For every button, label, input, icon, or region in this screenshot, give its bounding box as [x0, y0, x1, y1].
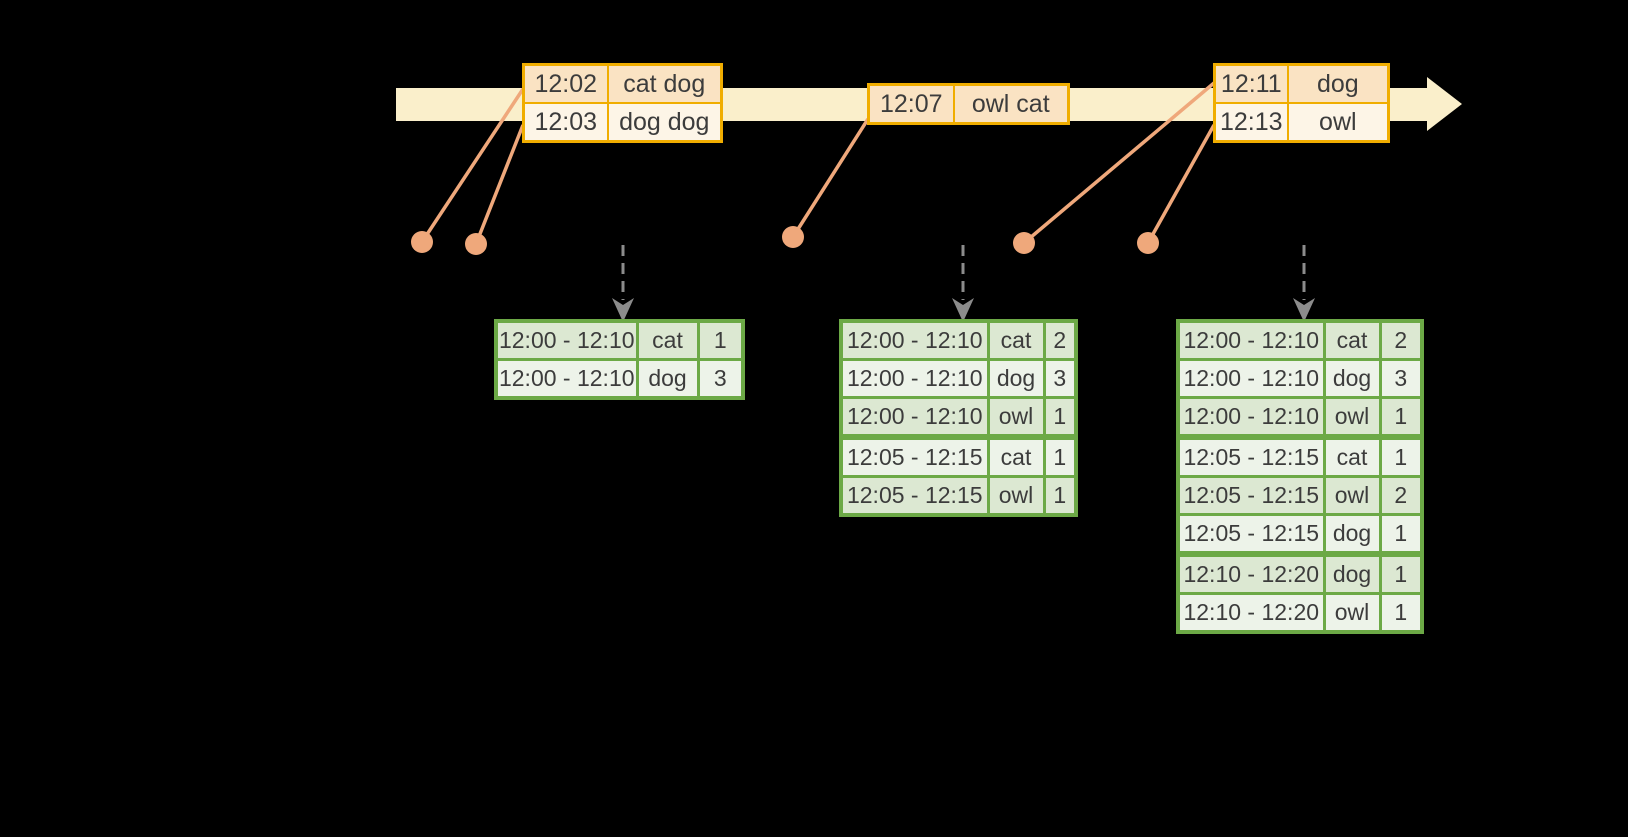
- count-cell: 1: [1042, 396, 1078, 439]
- event-connector-line: [474, 124, 525, 245]
- count-cell: 1: [1378, 396, 1424, 439]
- word-cell: dog: [1322, 513, 1382, 556]
- trigger-arrowhead-icon: [1293, 298, 1315, 322]
- result-row: 12:00 - 12:10 dog 3: [494, 358, 745, 400]
- word-cell: dog: [986, 358, 1046, 399]
- count-cell: 1: [1378, 434, 1424, 478]
- window-cell: 12:00 - 12:10: [494, 358, 639, 400]
- word-cell: owl: [986, 475, 1046, 517]
- word-cell: owl: [1322, 396, 1382, 439]
- window-cell: 12:05 - 12:15: [1176, 513, 1326, 556]
- word-cell: cat: [1322, 434, 1382, 478]
- window-cell: 12:10 - 12:20: [1176, 551, 1326, 595]
- event-words-cell: cat dog: [606, 63, 723, 104]
- count-cell: 1: [1042, 475, 1078, 517]
- count-cell: 3: [1042, 358, 1078, 399]
- event-dot-icon: [465, 233, 487, 255]
- window-cell: 12:10 - 12:20: [1176, 592, 1326, 634]
- event-words-cell: dog dog: [606, 102, 723, 143]
- window-cell: 12:05 - 12:15: [839, 475, 990, 517]
- window-cell: 12:00 - 12:10: [1176, 396, 1326, 439]
- count-cell: 1: [1378, 592, 1424, 634]
- event-row: 12:07 owl cat: [867, 83, 1070, 125]
- result-table-1: 12:00 - 12:10 cat 1 12:00 - 12:10 dog 3: [494, 319, 745, 400]
- event-row: 12:11 dog: [1213, 63, 1390, 104]
- timeline-arrowhead-icon: [1427, 77, 1462, 131]
- count-cell: 1: [1378, 551, 1424, 595]
- window-cell: 12:00 - 12:10: [839, 358, 990, 399]
- window-cell: 12:00 - 12:10: [494, 319, 639, 361]
- word-cell: cat: [986, 434, 1046, 478]
- window-cell: 12:00 - 12:10: [1176, 358, 1326, 399]
- result-row: 12:05 - 12:15 cat 1: [839, 434, 1078, 478]
- event-time-cell: 12:03: [522, 102, 609, 143]
- result-row: 12:05 - 12:15 owl 2: [1176, 475, 1424, 516]
- event-row: 12:03 dog dog: [522, 102, 723, 143]
- result-row: 12:00 - 12:10 owl 1: [1176, 396, 1424, 439]
- result-row: 12:00 - 12:10 cat 1: [494, 319, 745, 361]
- event-time-cell: 12:13: [1213, 102, 1289, 143]
- result-row: 12:00 - 12:10 owl 1: [839, 396, 1078, 439]
- count-cell: 3: [1378, 358, 1424, 399]
- event-words-cell: dog: [1286, 63, 1390, 104]
- event-dot-icon: [411, 231, 433, 253]
- count-cell: 2: [1378, 319, 1424, 361]
- event-table-3: 12:11 dog 12:13 owl: [1213, 63, 1391, 143]
- count-cell: 1: [1378, 513, 1424, 556]
- event-connector-line: [420, 88, 525, 243]
- window-cell: 12:05 - 12:15: [839, 434, 990, 478]
- result-row: 12:00 - 12:10 cat 2: [1176, 319, 1424, 361]
- count-cell: 3: [696, 358, 745, 400]
- word-cell: owl: [1322, 475, 1382, 516]
- result-row: 12:05 - 12:15 dog 1: [1176, 513, 1424, 556]
- word-cell: dog: [1322, 551, 1382, 595]
- event-words-cell: owl cat: [952, 83, 1070, 125]
- event-connector-line: [1022, 81, 1216, 245]
- event-table-2: 12:07 owl cat: [867, 83, 1070, 125]
- event-dot-icon: [1013, 232, 1035, 254]
- result-table-2: 12:00 - 12:10 cat 2 12:00 - 12:10 dog 3 …: [839, 319, 1078, 517]
- event-row: 12:13 owl: [1213, 102, 1390, 143]
- word-cell: dog: [1322, 358, 1382, 399]
- event-connector-line: [791, 118, 870, 238]
- event-dot-icon: [782, 226, 804, 248]
- window-cell: 12:00 - 12:10: [1176, 319, 1326, 361]
- count-cell: 1: [696, 319, 745, 361]
- trigger-arrowhead-icon: [952, 298, 974, 322]
- word-cell: owl: [1322, 592, 1382, 634]
- result-row: 12:00 - 12:10 dog 3: [1176, 358, 1424, 399]
- count-cell: 1: [1042, 434, 1078, 478]
- event-words-cell: owl: [1286, 102, 1390, 143]
- result-row: 12:00 - 12:10 dog 3: [839, 358, 1078, 399]
- word-cell: owl: [986, 396, 1046, 439]
- result-row: 12:05 - 12:15 cat 1: [1176, 434, 1424, 478]
- word-cell: cat: [635, 319, 700, 361]
- result-row: 12:00 - 12:10 cat 2: [839, 319, 1078, 361]
- window-cell: 12:00 - 12:10: [839, 396, 990, 439]
- event-row: 12:02 cat dog: [522, 63, 723, 104]
- word-cell: cat: [1322, 319, 1382, 361]
- count-cell: 2: [1042, 319, 1078, 361]
- word-cell: cat: [986, 319, 1046, 361]
- event-time-cell: 12:02: [522, 63, 609, 104]
- result-row: 12:05 - 12:15 owl 1: [839, 475, 1078, 517]
- result-row: 12:10 - 12:20 owl 1: [1176, 592, 1424, 634]
- trigger-arrowhead-icon: [612, 298, 634, 322]
- word-cell: dog: [635, 358, 700, 400]
- count-cell: 2: [1378, 475, 1424, 516]
- event-time-cell: 12:07: [867, 83, 955, 125]
- event-table-1: 12:02 cat dog 12:03 dog dog: [522, 63, 723, 143]
- event-connector-line: [1146, 124, 1216, 244]
- window-cell: 12:05 - 12:15: [1176, 434, 1326, 478]
- window-cell: 12:05 - 12:15: [1176, 475, 1326, 516]
- event-dot-icon: [1137, 232, 1159, 254]
- window-cell: 12:00 - 12:10: [839, 319, 990, 361]
- event-time-cell: 12:11: [1213, 63, 1289, 104]
- result-table-3: 12:00 - 12:10 cat 2 12:00 - 12:10 dog 3 …: [1176, 319, 1424, 634]
- result-row: 12:10 - 12:20 dog 1: [1176, 551, 1424, 595]
